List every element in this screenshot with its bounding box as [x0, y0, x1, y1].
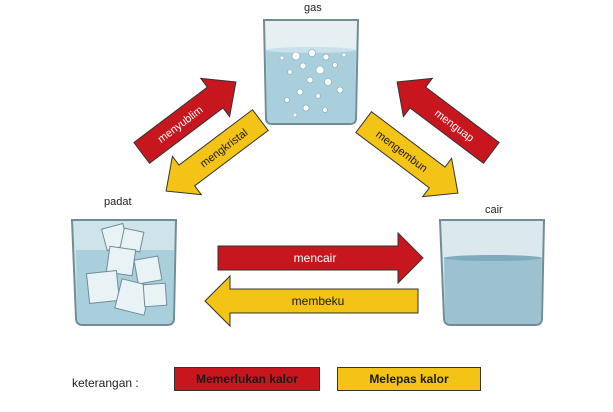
- arrow-membeku: membeku: [204, 274, 419, 328]
- legend-absorb-heat: Memerlukan kalor: [174, 367, 320, 391]
- solid-beaker: [70, 219, 178, 326]
- gas-bubbles: [279, 49, 347, 118]
- gas-beaker: [262, 19, 360, 125]
- label-padat: padat: [104, 196, 132, 208]
- label-mencair: mencair: [294, 251, 337, 265]
- label-cair: cair: [485, 204, 503, 216]
- ice-cubes: [85, 222, 168, 316]
- arrow-mencair: mencair: [217, 231, 424, 285]
- label-gas: gas: [304, 2, 322, 14]
- label-membeku: membeku: [292, 294, 345, 308]
- legend-title: keterangan :: [72, 376, 139, 390]
- liquid-beaker: [438, 219, 546, 326]
- legend-release-heat: Melepas kalor: [337, 367, 481, 391]
